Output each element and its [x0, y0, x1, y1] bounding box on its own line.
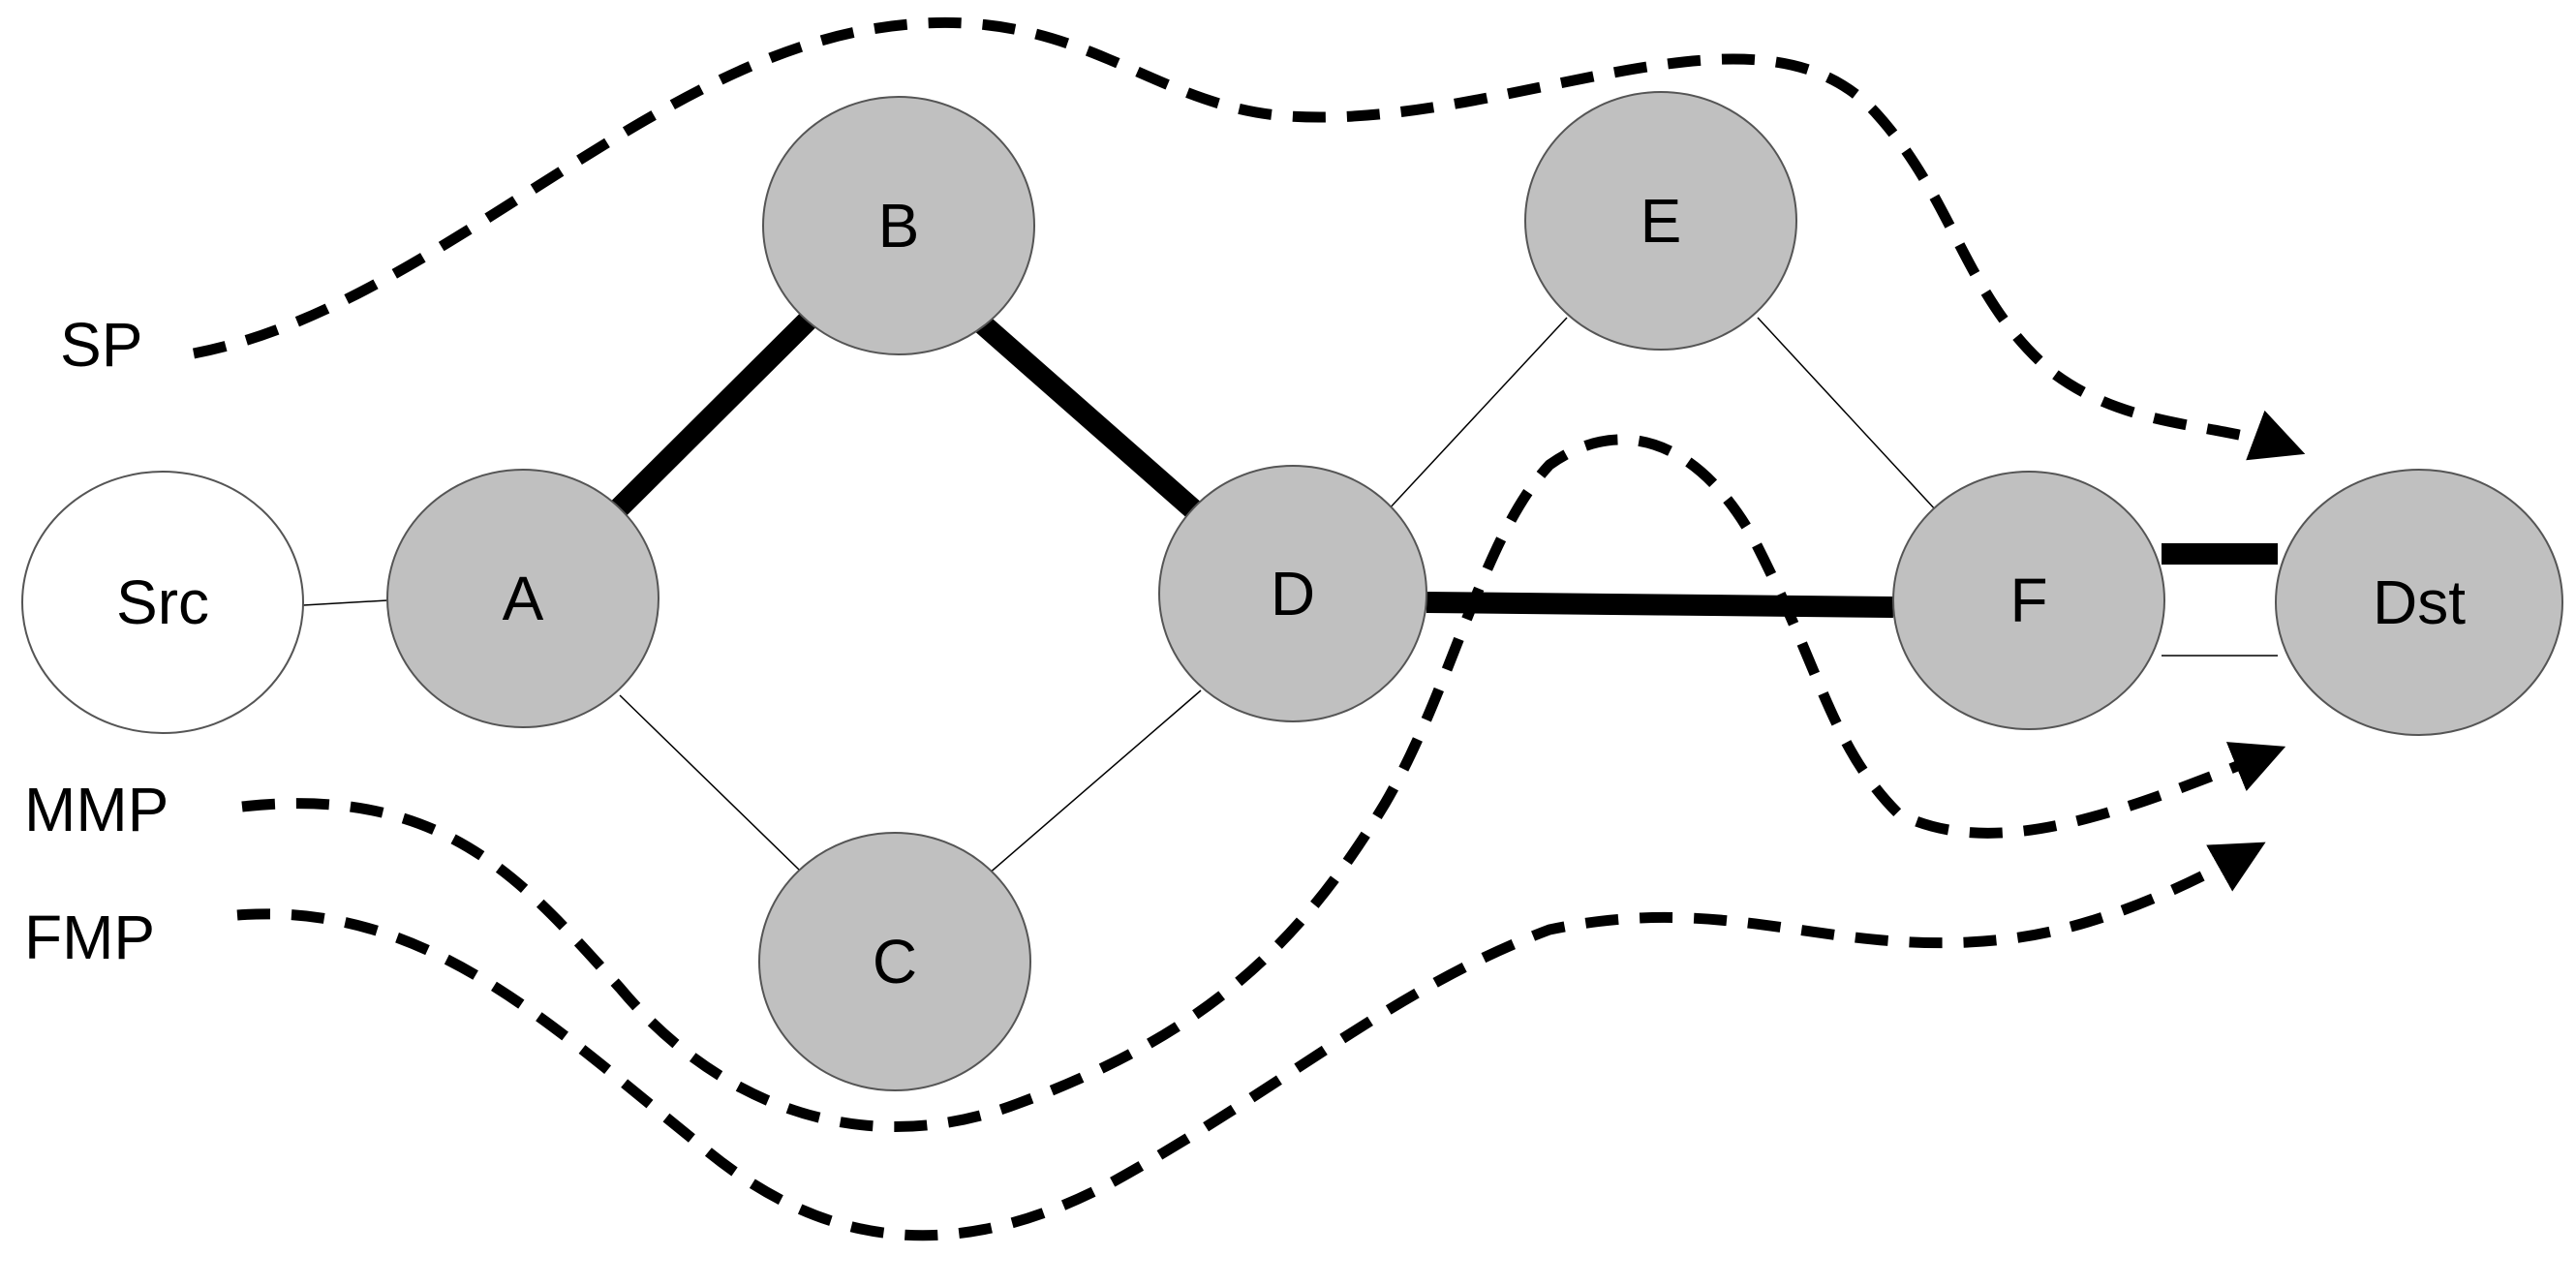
node-e-shape — [1524, 91, 1797, 351]
sp-curve — [192, 16, 2306, 461]
node-d-shape — [1158, 465, 1427, 722]
edge-a-b-thick — [604, 312, 816, 523]
path-curves — [192, 16, 2306, 1241]
nodes: Src A B C D E F Dst — [21, 91, 2563, 1091]
node-f-shape — [1892, 471, 2165, 730]
node-dst: Dst — [2275, 469, 2563, 736]
fmp-curve — [236, 842, 2266, 1241]
node-a-label: A — [503, 564, 544, 633]
node-d: D — [1158, 465, 1427, 722]
node-c-shape — [758, 832, 1031, 1091]
node-src-label: Src — [116, 567, 209, 637]
path-label-sp: SP — [60, 310, 142, 380]
node-a: A — [386, 469, 659, 728]
node-e: E — [1524, 91, 1797, 351]
node-dst-shape — [2275, 469, 2563, 736]
node-c-label: C — [873, 927, 917, 996]
node-b-label: B — [878, 191, 920, 260]
node-e-label: E — [1641, 186, 1682, 256]
edges — [302, 312, 2278, 875]
edge-d-e-thin — [1386, 317, 1568, 512]
node-b-shape — [762, 96, 1035, 355]
node-src: Src — [21, 471, 304, 734]
node-dst-label: Dst — [2373, 567, 2466, 637]
edge-src-a-thin — [302, 599, 388, 606]
path-label-mmp: MMP — [24, 775, 169, 844]
path-label-fmp: FMP — [24, 903, 155, 972]
node-src-shape — [21, 471, 304, 734]
node-d-label: D — [1271, 559, 1315, 628]
edge-c-d-thin — [987, 689, 1202, 875]
node-c: C — [758, 832, 1031, 1091]
path-labels: SP MMP FMP — [24, 310, 169, 972]
edge-d-f-thick — [1426, 592, 1894, 618]
edge-e-f-thin — [1757, 317, 1938, 512]
node-b: B — [762, 96, 1035, 355]
mmp-curve — [241, 434, 2286, 1133]
edge-b-d-thick — [975, 316, 1209, 525]
edge-a-c-thin — [619, 694, 800, 871]
node-f-label: F — [2009, 566, 2047, 635]
node-f: F — [1892, 471, 2165, 730]
node-a-shape — [386, 469, 659, 728]
